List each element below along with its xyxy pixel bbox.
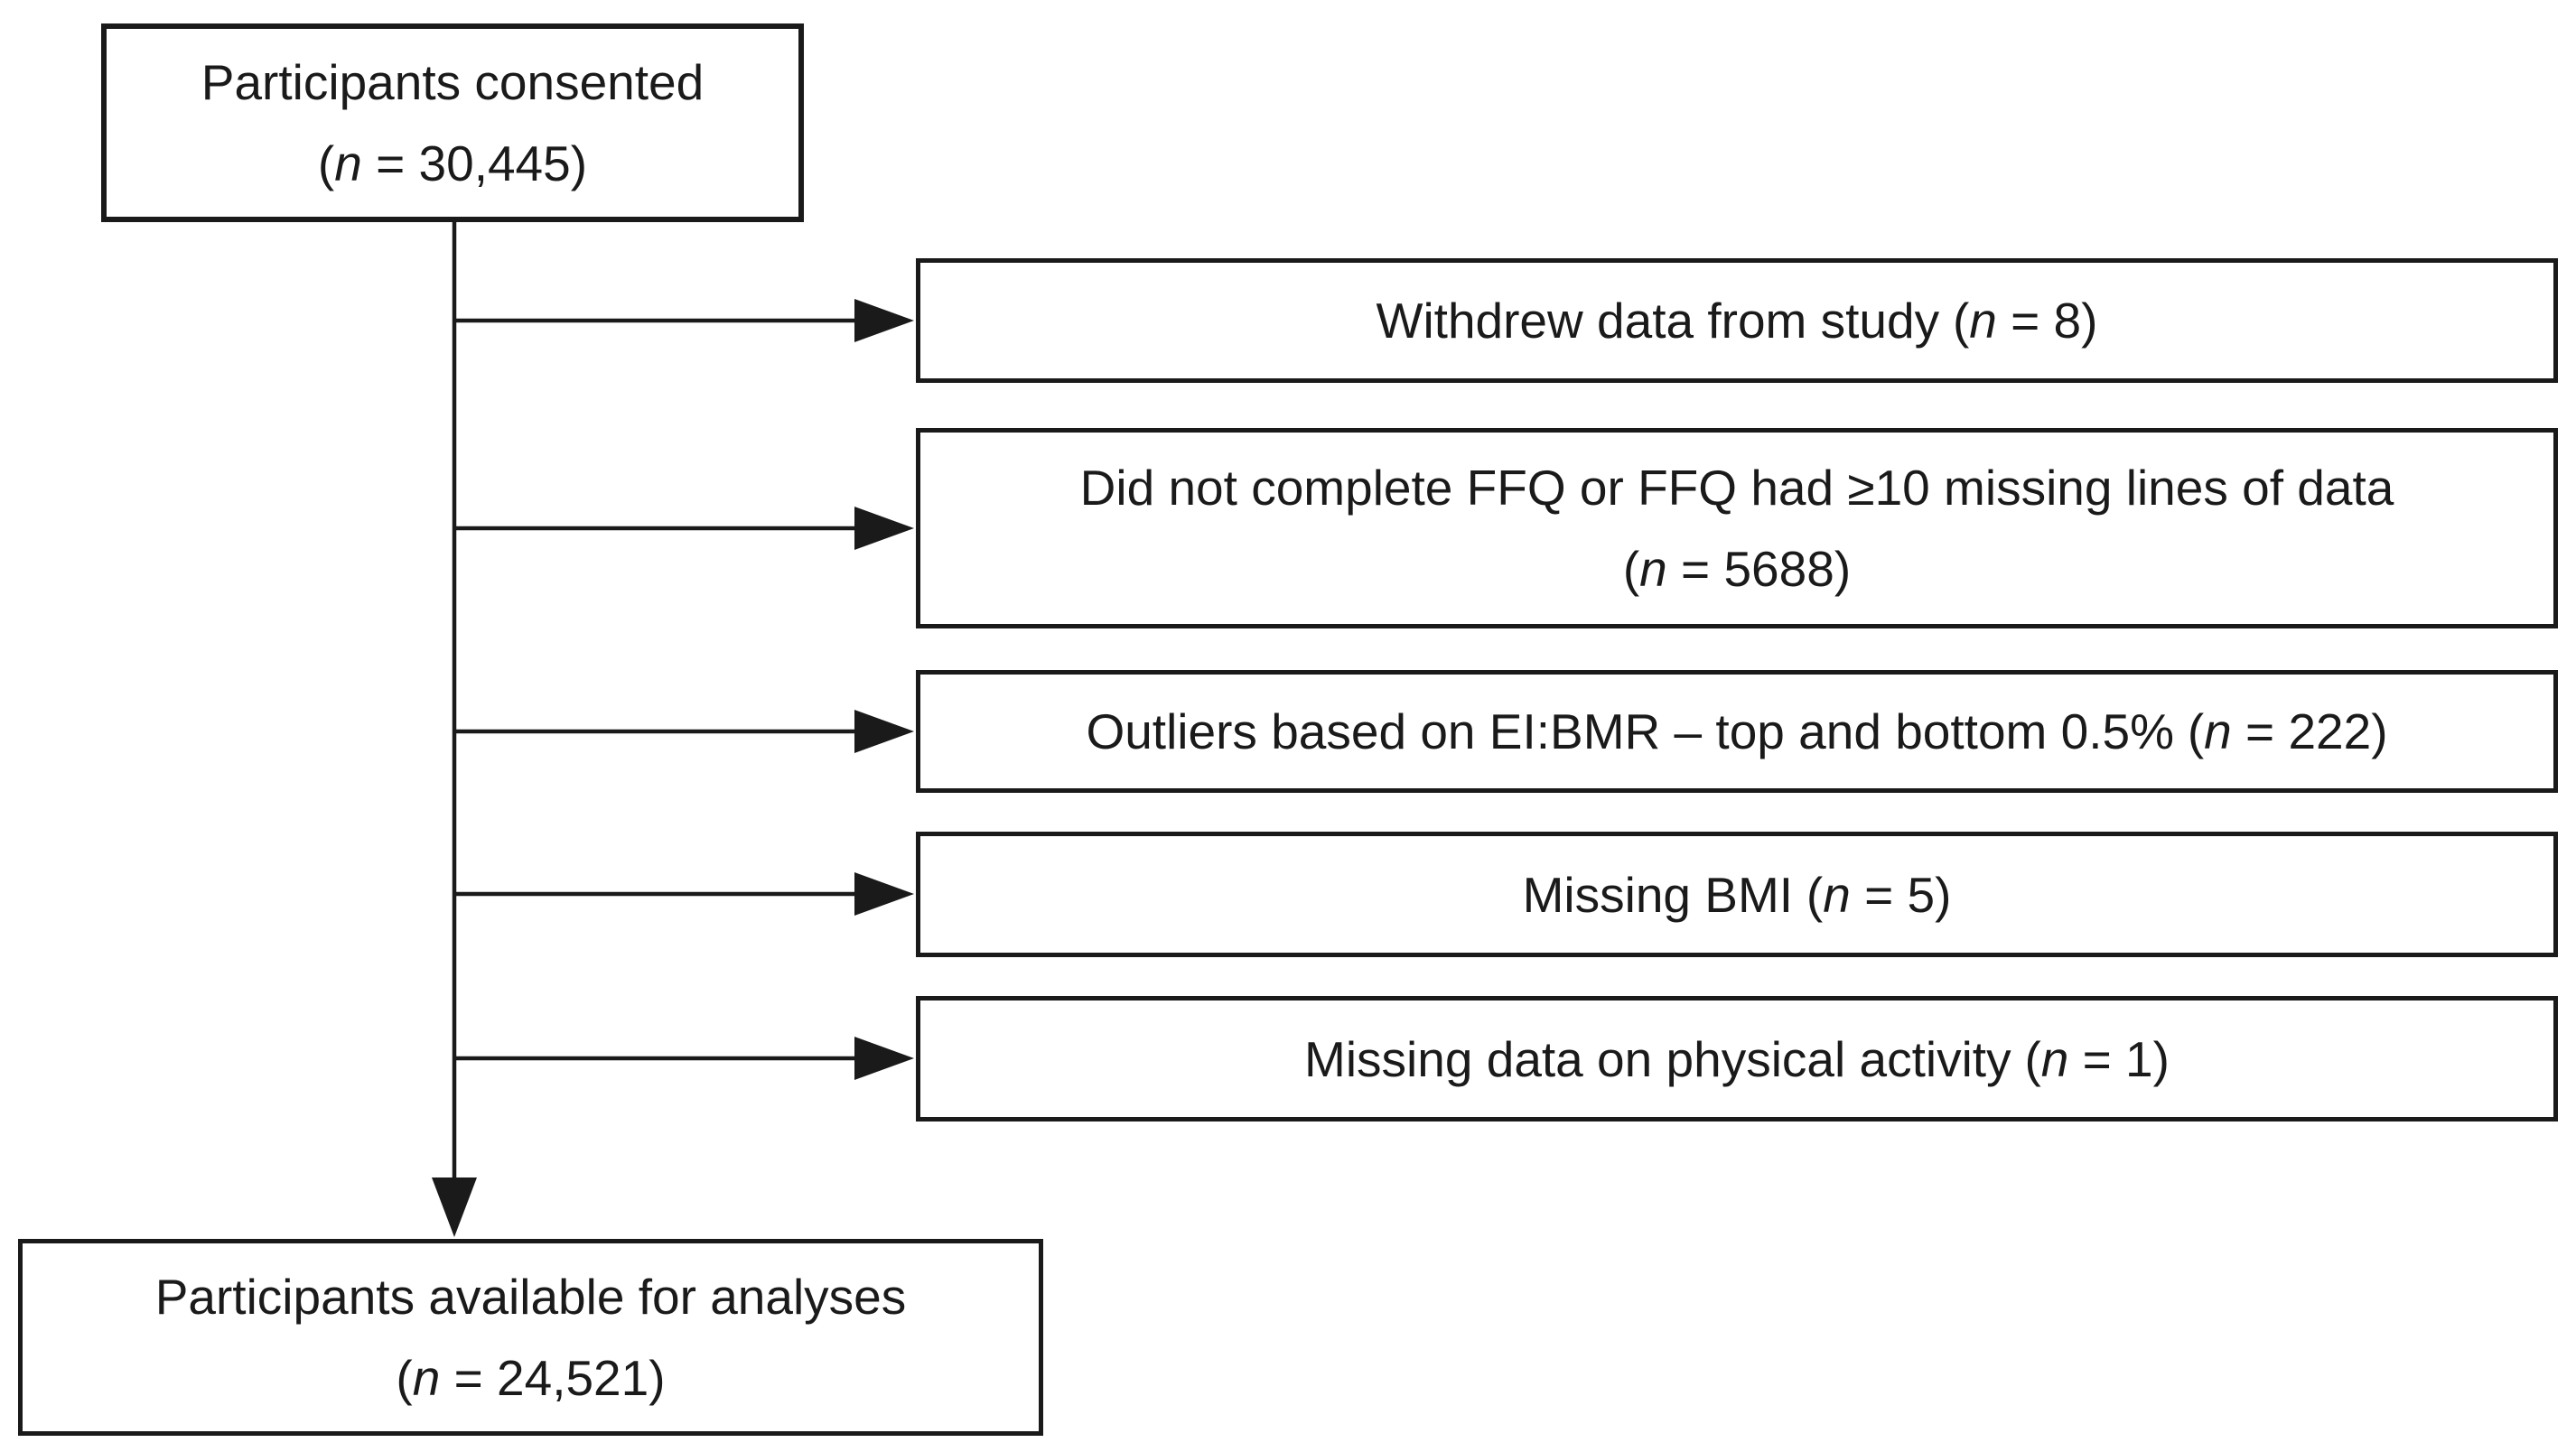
close-paren: ) bbox=[1935, 866, 1952, 923]
open-paren: ( bbox=[2187, 703, 2205, 759]
n-symbol: n bbox=[2040, 1030, 2069, 1087]
n-symbol: n bbox=[2204, 703, 2232, 759]
open-paren: ( bbox=[2024, 1030, 2041, 1087]
flow-box-missing-physical-activity: Missing data on physical activity(n = 1) bbox=[916, 996, 2558, 1122]
close-paren: ) bbox=[649, 1350, 666, 1406]
close-paren: ) bbox=[570, 135, 588, 191]
flow-box-missing-bmi: Missing BMI(n = 5) bbox=[916, 832, 2558, 957]
count-value: 5 bbox=[1907, 866, 1936, 923]
equals-sign: = bbox=[2068, 1030, 2126, 1087]
n-symbol: n bbox=[412, 1350, 441, 1406]
open-paren: ( bbox=[1622, 541, 1640, 597]
n-count-group: (n = 5) bbox=[1806, 867, 1952, 923]
n-count-group: (n = 8) bbox=[1953, 293, 2098, 349]
equals-sign: = bbox=[1850, 866, 1908, 923]
box-label: Missing BMI(n = 5) bbox=[1523, 854, 1952, 935]
branch-arrowhead-3 bbox=[854, 710, 914, 753]
box-label: Did not complete FFQ or FFQ had ≥10 miss… bbox=[1080, 447, 2394, 528]
n-symbol: n bbox=[1639, 541, 1667, 597]
open-paren: ( bbox=[1806, 866, 1824, 923]
box-label: Missing data on physical activity(n = 1) bbox=[1304, 1019, 2170, 1100]
flow-box-withdrew-data: Withdrew data from study(n = 8) bbox=[916, 258, 2558, 383]
count-value: 222 bbox=[2288, 703, 2372, 759]
open-paren: ( bbox=[317, 135, 335, 191]
n-count-group: (n = 222) bbox=[2188, 703, 2388, 759]
flow-box-ei-bmr-outliers: Outliers based on EI:BMR – top and botto… bbox=[916, 670, 2558, 793]
open-paren: ( bbox=[1952, 293, 1970, 349]
close-paren: ) bbox=[2371, 703, 2388, 759]
label-text: Did not complete FFQ or FFQ had ≥10 miss… bbox=[1079, 460, 2394, 516]
label-text: Participants consented bbox=[201, 54, 705, 110]
n-count-group: (n = 5688) bbox=[1623, 541, 1851, 597]
equals-sign: = bbox=[2231, 703, 2289, 759]
n-symbol: n bbox=[1969, 293, 1997, 349]
branch-arrowhead-5 bbox=[854, 1037, 914, 1080]
count-value: 24,521 bbox=[497, 1350, 649, 1406]
flow-box-participants-available: Participants available for analyses (n =… bbox=[18, 1239, 1043, 1436]
flow-box-participants-consented: Participants consented (n = 30,445) bbox=[101, 23, 804, 222]
branch-arrowhead-4 bbox=[854, 872, 914, 916]
box-count: (n = 5688) bbox=[1623, 528, 1851, 610]
count-value: 30,445 bbox=[418, 135, 571, 191]
label-text: Withdrew data from study bbox=[1376, 293, 1940, 349]
equals-sign: = bbox=[1996, 293, 2054, 349]
close-paren: ) bbox=[1834, 541, 1852, 597]
flow-box-incomplete-ffq: Did not complete FFQ or FFQ had ≥10 miss… bbox=[916, 428, 2558, 628]
equals-sign: = bbox=[440, 1350, 498, 1406]
box-label: Participants available for analyses bbox=[155, 1256, 907, 1337]
box-label: Outliers based on EI:BMR – top and botto… bbox=[1086, 691, 2387, 772]
count-value: 8 bbox=[2053, 293, 2082, 349]
box-label: Withdrew data from study(n = 8) bbox=[1377, 280, 2098, 361]
branch-arrowhead-1 bbox=[854, 299, 914, 342]
close-paren: ) bbox=[2152, 1030, 2170, 1087]
label-text: Missing data on physical activity bbox=[1304, 1030, 2011, 1087]
open-paren: ( bbox=[396, 1350, 413, 1406]
equals-sign: = bbox=[361, 135, 419, 191]
n-count-group: (n = 30,445) bbox=[318, 135, 587, 191]
label-text: Missing BMI bbox=[1522, 866, 1794, 923]
n-count-group: (n = 24,521) bbox=[396, 1350, 665, 1406]
count-value: 1 bbox=[2125, 1030, 2153, 1087]
close-paren: ) bbox=[2081, 293, 2098, 349]
box-count: (n = 24,521) bbox=[396, 1337, 665, 1419]
n-count-group: (n = 1) bbox=[2024, 1031, 2170, 1087]
n-symbol: n bbox=[334, 135, 362, 191]
n-symbol: n bbox=[1823, 866, 1851, 923]
box-count: (n = 30,445) bbox=[318, 123, 587, 204]
count-value: 5688 bbox=[1723, 541, 1834, 597]
box-label: Participants consented bbox=[201, 42, 704, 123]
branch-arrowhead-2 bbox=[854, 507, 914, 550]
label-text: Outliers based on EI:BMR – top and botto… bbox=[1086, 703, 2174, 759]
equals-sign: = bbox=[1666, 541, 1724, 597]
label-text: Participants available for analyses bbox=[154, 1269, 907, 1325]
trunk-arrowhead bbox=[432, 1177, 477, 1237]
